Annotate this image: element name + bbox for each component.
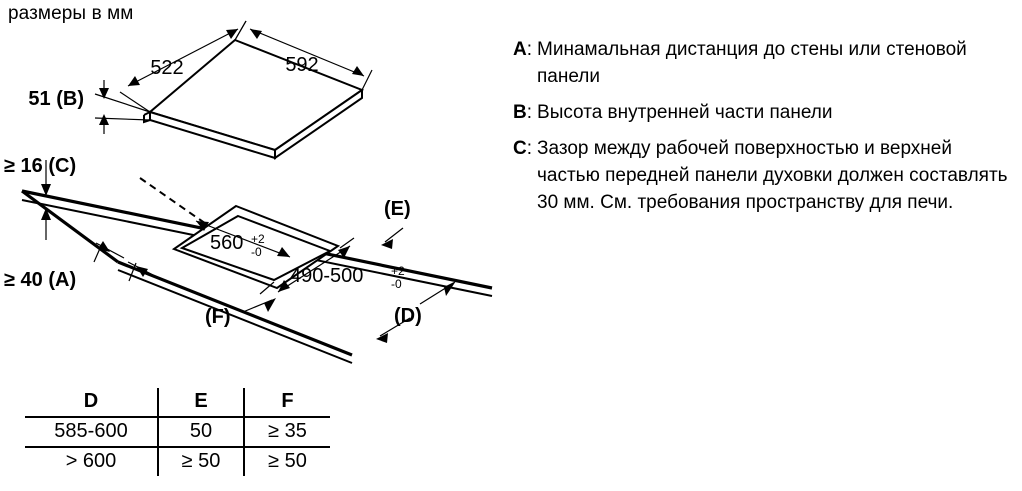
dimension-a-label: ≥ 40 (A) xyxy=(4,269,76,291)
ext-a-a xyxy=(93,245,102,263)
dimension-592-label: 592 xyxy=(285,54,318,76)
cooktop-right-edge-face xyxy=(274,88,363,160)
table-cell-d: > 600 xyxy=(25,446,158,476)
callout-f-label: (F) xyxy=(205,306,231,328)
legend-item-b: B: Высота внутренней части панели xyxy=(513,99,1013,126)
arrow-522-b xyxy=(128,76,140,86)
arrow-490-b xyxy=(338,246,350,258)
arrow-c-down xyxy=(41,184,51,196)
table-cell-e: ≥ 50 xyxy=(157,446,244,476)
legend-item-c: C: Зазор между рабочей поверхностью и ве… xyxy=(513,135,1013,216)
dimension-592: 592 xyxy=(234,20,373,91)
legend-text-c: Зазор между рабочей поверхностью и верхн… xyxy=(537,138,1008,213)
dimension-51b: 51 (B) xyxy=(28,80,151,134)
table-cell-d: 585-600 xyxy=(54,420,128,442)
dimension-table: D E F 585-600 50 ≥ 35 > 600 ≥ 50 ≥ 50 xyxy=(25,388,330,476)
callout-e-label: (E) xyxy=(384,198,411,220)
worktop-body xyxy=(21,177,493,364)
cooktop-body xyxy=(143,38,365,160)
dimension-560: 560 +2 -0 xyxy=(195,220,291,259)
table-row: > 600 ≥ 50 ≥ 50 xyxy=(25,446,330,476)
arrow-d-up xyxy=(444,281,456,296)
dimension-522-label: 522 xyxy=(150,57,183,79)
callout-d: (D) xyxy=(376,281,456,343)
table-header-row: D E F xyxy=(25,388,330,418)
arrow-a-left xyxy=(98,241,110,252)
legend-list: A: Минамальная дистанция до стены или ст… xyxy=(513,36,1013,225)
dimline-592 xyxy=(249,28,365,77)
arrow-d-down xyxy=(376,333,388,343)
worktop-near-edge-bottom xyxy=(117,269,353,364)
arrow-51b-down xyxy=(99,88,109,99)
page-title: размеры в мм xyxy=(8,3,134,24)
legend-item-a: A: Минамальная дистанция до стены или ст… xyxy=(513,36,1013,90)
table-cell-f: ≥ 50 xyxy=(243,446,330,476)
arrow-592-b xyxy=(352,66,364,76)
legend-text-b: Высота внутренней части панели xyxy=(537,102,833,123)
dimline-560 xyxy=(195,220,291,258)
worktop-near-edge-top xyxy=(117,260,353,357)
dimension-490-500-value: 490-500 xyxy=(290,265,363,287)
arrow-592-a xyxy=(250,29,262,39)
table-body: 585-600 50 ≥ 35 > 600 ≥ 50 ≥ 50 xyxy=(25,417,330,476)
dimension-490-500-tol-minus: -0 xyxy=(391,277,402,291)
arrow-c-up xyxy=(41,208,51,220)
ext-592-a xyxy=(234,20,247,41)
table-cell-e: 50 xyxy=(157,417,244,447)
ext-522-b xyxy=(119,91,151,113)
callout-d-label: (D) xyxy=(394,305,422,327)
arrow-e xyxy=(381,239,393,249)
table-header-e: E xyxy=(157,388,244,418)
ext-a-b xyxy=(128,262,137,282)
dimension-c: ≥ 16 (C) xyxy=(4,155,76,240)
dimension-490-500: 490-500 +2 -0 xyxy=(259,237,405,295)
arrow-560-a xyxy=(196,221,209,231)
table-header-f: F xyxy=(243,388,330,418)
dimline-490-500 xyxy=(277,245,351,293)
legend-key-c: C: xyxy=(513,138,533,159)
ext-592-b xyxy=(361,69,373,91)
cooktop-lip-left-2 xyxy=(143,115,151,124)
dimension-490-500-tol-plus: +2 xyxy=(391,264,405,278)
table-head: D E F xyxy=(25,388,330,418)
table-cell-f: ≥ 35 xyxy=(243,417,330,447)
installation-drawing: 522 592 51 (B) xyxy=(4,20,493,364)
dimension-c-label: ≥ 16 (C) xyxy=(4,155,76,177)
callout-e: (E) xyxy=(381,198,411,249)
dimension-560-tol-minus: -0 xyxy=(251,245,262,259)
arrow-f xyxy=(264,298,276,312)
dimension-51b-label: 51 (B) xyxy=(28,88,84,110)
ext-490-b xyxy=(339,237,355,249)
table-row: 585-600 50 ≥ 35 xyxy=(25,417,330,447)
cutout-inner-hole xyxy=(179,214,333,282)
arrow-51b-up xyxy=(99,114,109,125)
arrow-490-a xyxy=(278,280,290,292)
dimline-522 xyxy=(127,28,239,87)
arrow-560-b xyxy=(277,247,290,257)
legend-key-b: B: xyxy=(513,102,533,123)
ext-490-a xyxy=(259,281,275,295)
legend-text-a: Минамальная дистанция до стены или стено… xyxy=(537,39,967,87)
dimension-560-value: 560 xyxy=(210,232,243,254)
worktop-left-join xyxy=(21,189,119,264)
arrow-522-a xyxy=(226,29,238,39)
table-header-d: D xyxy=(25,388,158,418)
leader-e xyxy=(384,227,404,243)
arrow-a-right xyxy=(136,266,148,277)
callout-f: (F) xyxy=(205,298,276,328)
legend-key-a: A: xyxy=(513,39,533,60)
leader-d-down xyxy=(379,317,411,337)
dimension-a: ≥ 40 (A) xyxy=(4,241,156,291)
dimension-560-tol-plus: +2 xyxy=(251,232,265,246)
cooktop-lip-left xyxy=(143,111,151,116)
